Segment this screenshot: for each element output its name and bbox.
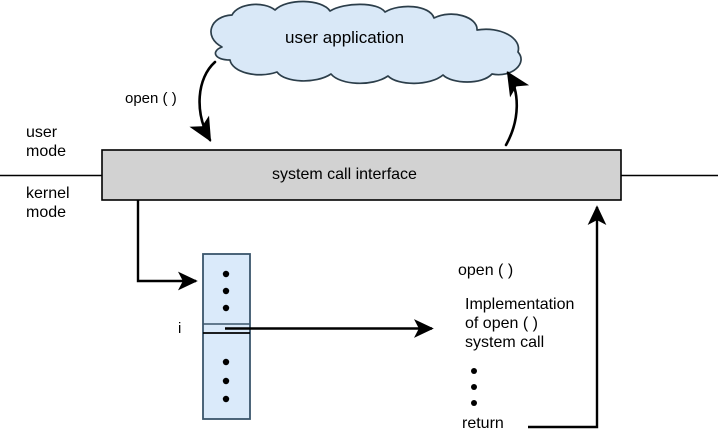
user-mode-label: user mode <box>26 124 67 160</box>
return-label: return <box>462 415 504 432</box>
implementation-body-label: Implementation of open ( ) system call <box>465 296 575 351</box>
vertical-ellipsis-icon-table-top <box>222 270 230 312</box>
dispatch-arrow-to-table <box>136 200 198 291</box>
system-call-interface-bar <box>101 149 622 201</box>
user-application-cloud <box>210 0 522 85</box>
vertical-ellipsis-icon-implementation <box>471 368 477 406</box>
return-arrow-to-bar <box>528 205 607 429</box>
vertical-ellipsis-icon-table-bottom <box>222 358 230 403</box>
kernel-mode-label: kernel mode <box>26 185 70 221</box>
cloud-label: user application <box>285 28 405 47</box>
table-index-label: i <box>178 320 182 337</box>
open-call-label: open ( ) <box>125 90 177 107</box>
call-arrow-down <box>189 60 217 142</box>
system-call-interface-label: system call interface <box>272 166 417 183</box>
return-arrow-up <box>504 71 530 147</box>
implementation-open-label: open ( ) <box>458 262 514 279</box>
system-call-table <box>202 253 251 420</box>
